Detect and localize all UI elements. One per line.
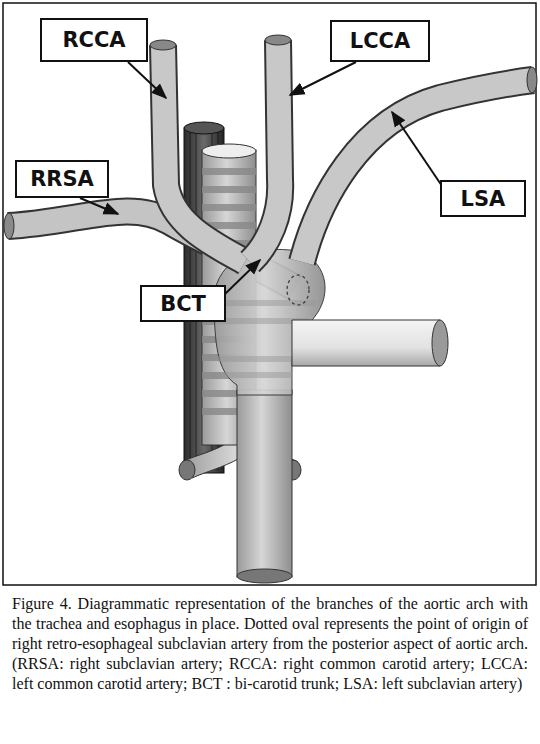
label-box: LSA [440, 180, 526, 217]
common-carotid-arteries [150, 35, 291, 262]
label-box: LCCA [330, 20, 430, 62]
label-text: BCT [160, 292, 206, 316]
label-text: LSA [461, 187, 506, 211]
label-text: LCCA [350, 29, 410, 53]
label-text: RRSA [30, 167, 94, 191]
label-box: BCT [140, 285, 226, 322]
dotted-origin-oval [287, 275, 309, 305]
label-box: RRSA [15, 160, 109, 198]
figure-caption: Figure 4. Diagrammatic representation of… [12, 594, 528, 694]
figure-frame [3, 3, 536, 585]
leader-arrows [80, 62, 442, 294]
label-text: RCCA [62, 28, 125, 52]
aortic-arch [214, 249, 448, 583]
label-box: RCCA [40, 18, 148, 62]
left-subclavian-artery [302, 67, 537, 262]
